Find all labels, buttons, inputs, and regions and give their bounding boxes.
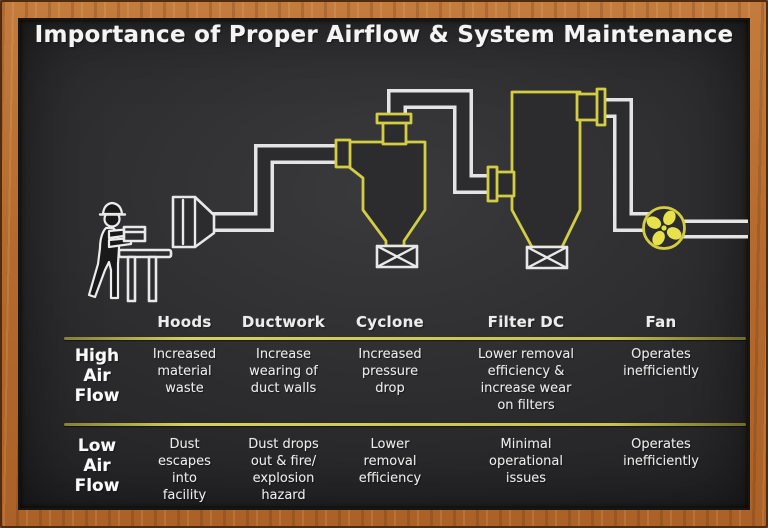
cell-low-fan: Operates inefficiently bbox=[623, 437, 699, 469]
cell-high-cyclone: Increased pressure drop bbox=[358, 347, 422, 396]
column-header-filter-dc: Filter DC bbox=[487, 313, 565, 331]
cell-high-hoods: Increased material waste bbox=[152, 347, 217, 396]
duct-cyclone-to-filter bbox=[387, 89, 491, 194]
cell-high-fan: Operates inefficiently bbox=[623, 347, 699, 379]
cyclone-airlock-icon bbox=[375, 244, 419, 269]
duct-filter-to-fan bbox=[601, 98, 650, 232]
cell-low-hoods: Dust escapes into facility bbox=[158, 437, 211, 503]
worker-icon bbox=[87, 201, 173, 303]
hard-hat-icon bbox=[101, 201, 124, 216]
fan-icon bbox=[642, 206, 686, 250]
table-divider-middle bbox=[64, 423, 746, 426]
cell-low-filter-dc: Minimal operational issues bbox=[489, 437, 563, 486]
capture-hood-icon bbox=[171, 195, 216, 249]
column-header-ductwork: Ductwork bbox=[241, 313, 326, 331]
cell-low-ductwork: Dust drops out & fire/ explosion hazard bbox=[248, 437, 319, 503]
cell-low-cyclone: Lower removal efficiency bbox=[358, 437, 422, 486]
column-header-cyclone: Cyclone bbox=[355, 313, 425, 331]
material-box-icon bbox=[122, 225, 147, 243]
table-corner-cell bbox=[58, 300, 136, 338]
filter-dc-icon bbox=[486, 87, 607, 270]
cyclone-icon bbox=[334, 112, 427, 269]
workbench-icon bbox=[117, 248, 173, 303]
row-label-high-air-flow: High Air Flow bbox=[74, 346, 120, 406]
page-title: Importance of Proper Airflow & System Ma… bbox=[34, 22, 734, 48]
filter-airlock-icon bbox=[525, 245, 569, 270]
airflow-effects-table: Hoods Ductwork Cyclone Filter DC Fan Hig… bbox=[58, 300, 716, 504]
row-label-low-air-flow: Low Air Flow bbox=[74, 436, 120, 496]
table-divider-top bbox=[64, 337, 746, 340]
cell-high-ductwork: Increase wearing of duct walls bbox=[249, 347, 318, 396]
column-header-hoods: Hoods bbox=[157, 313, 212, 331]
cell-high-filter-dc: Lower removal efficiency & increase wear… bbox=[477, 347, 575, 413]
column-header-fan: Fan bbox=[645, 313, 677, 331]
duct-hood-to-cyclone bbox=[206, 144, 341, 232]
